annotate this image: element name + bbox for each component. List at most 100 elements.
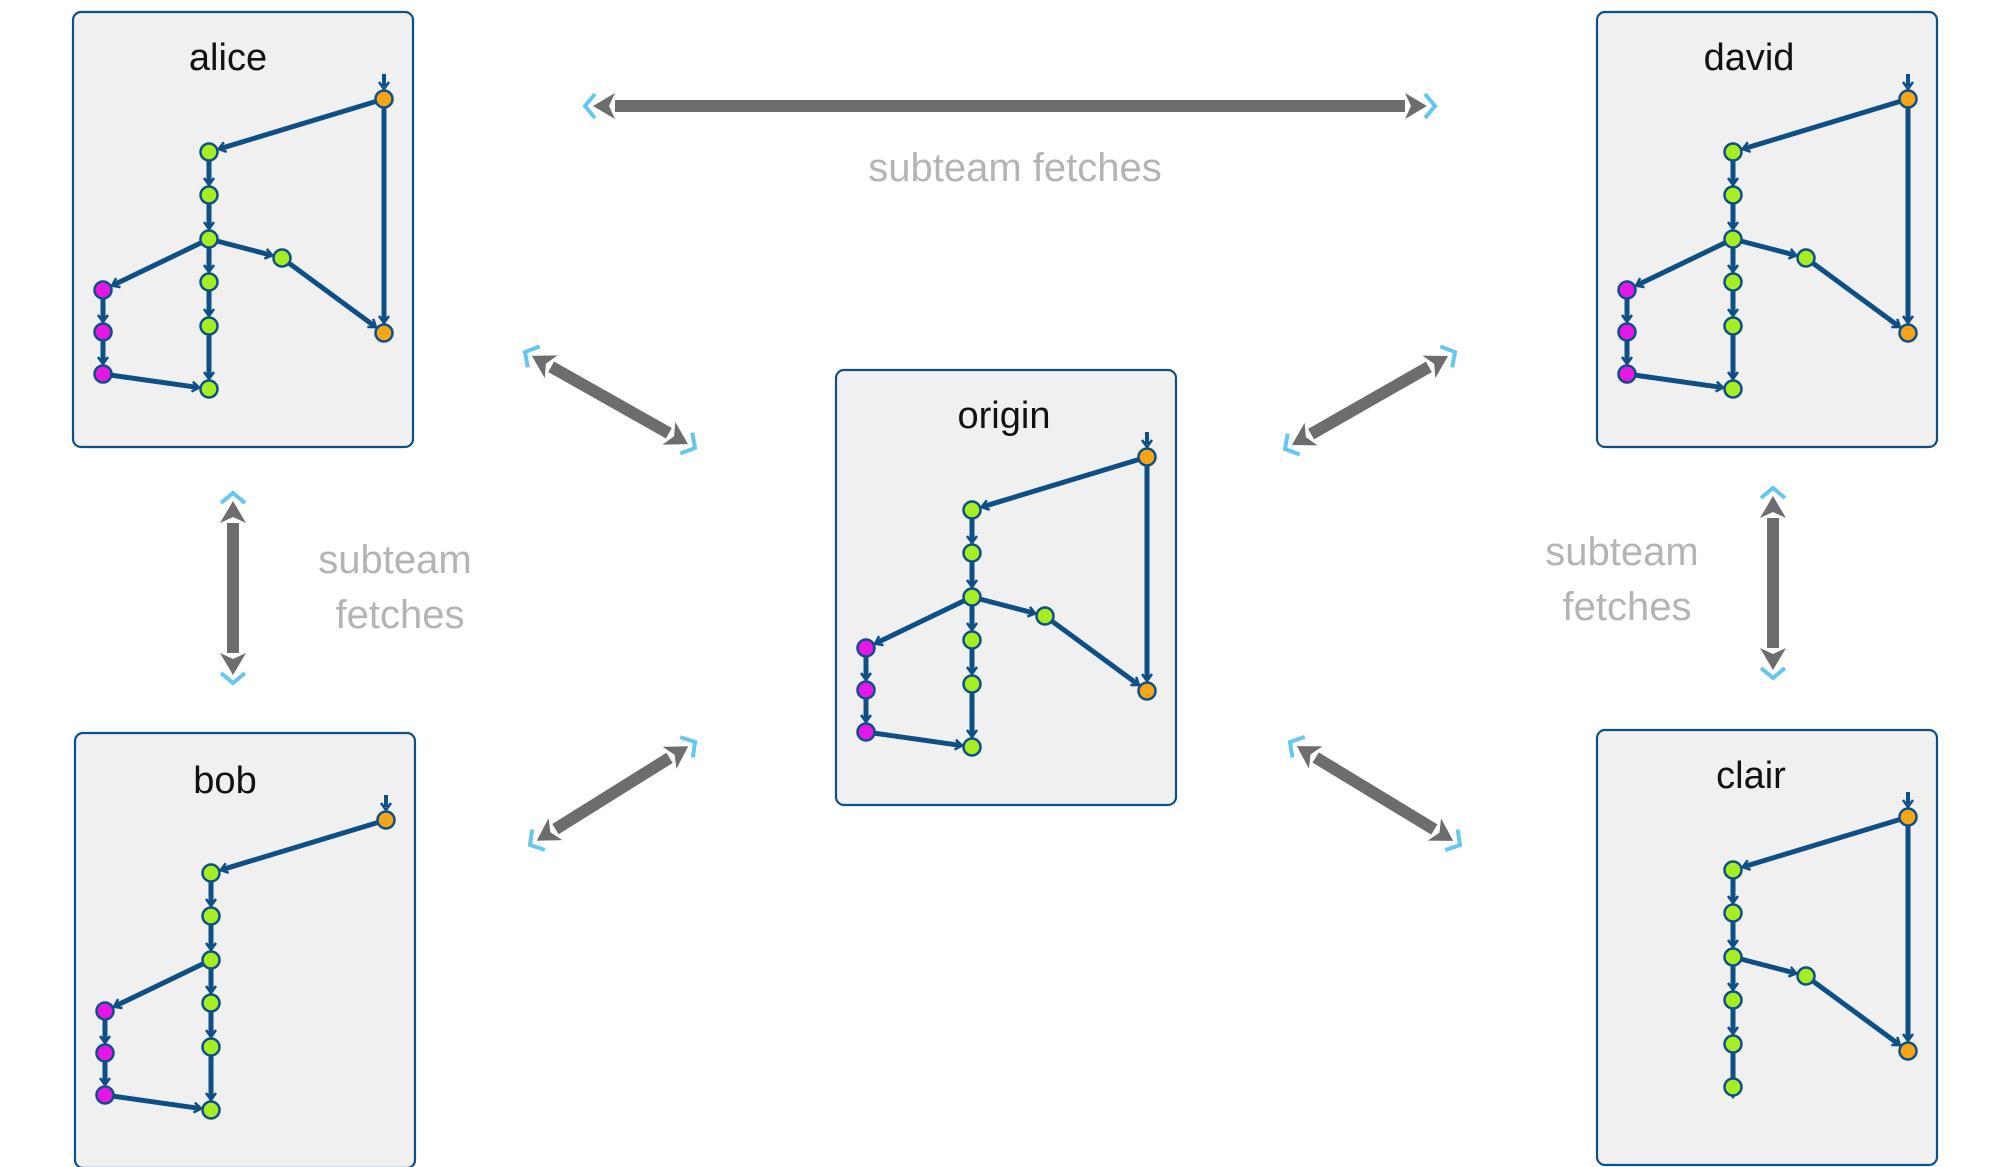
- edge-arrowhead: [204, 1092, 218, 1103]
- commit-node: [374, 89, 394, 109]
- edge-arrowhead: [965, 579, 979, 590]
- edge-arrowhead: [202, 221, 216, 232]
- commit-edge: [219, 99, 378, 151]
- commit-node: [95, 1043, 115, 1063]
- commit-edges: [98, 795, 393, 1114]
- commit-node: [199, 229, 219, 249]
- commit-edge: [982, 457, 1141, 509]
- commit-node: [1723, 316, 1743, 336]
- commit-node: [1723, 379, 1743, 399]
- edge-arrowhead: [202, 371, 216, 382]
- commit-node: [95, 1085, 115, 1105]
- edge-arrowhead: [96, 314, 110, 325]
- commit-node: [201, 1037, 221, 1057]
- arrow-head: [1422, 355, 1449, 379]
- commit-edge: [109, 372, 198, 390]
- commit-node: [856, 722, 876, 742]
- commit-node: [376, 810, 396, 830]
- edge-arrowhead: [1901, 1033, 1915, 1044]
- head-pointer-tip: [379, 802, 393, 813]
- commit-node: [962, 500, 982, 520]
- edge-arrowhead: [367, 318, 378, 329]
- edge-arrowhead: [112, 998, 123, 1010]
- commit-node: [374, 323, 394, 343]
- commit-node: [201, 1100, 221, 1120]
- repo-alice: alice: [71, 10, 415, 449]
- edge-arrowhead: [96, 356, 110, 367]
- edge-arrowhead: [953, 738, 965, 751]
- repo-title: origin: [958, 395, 1051, 437]
- repo-title: alice: [189, 37, 267, 79]
- commit-node: [272, 248, 292, 268]
- commit-edges: [96, 74, 391, 393]
- commit-node: [1723, 272, 1743, 292]
- arrow-head: [220, 653, 246, 675]
- commit-edge: [1743, 817, 1902, 869]
- arrow-tip-chevron: [582, 92, 597, 120]
- repo-title: clair: [1716, 755, 1786, 797]
- repo-box: [71, 10, 415, 449]
- arrow-tip-chevron: [219, 671, 247, 686]
- edge-arrowhead: [204, 1029, 218, 1040]
- edge-arrowhead: [965, 535, 979, 546]
- commit-node: [93, 322, 113, 342]
- edge-arrowhead: [190, 380, 202, 393]
- commit-node: [93, 364, 113, 384]
- edge-arrowhead: [202, 177, 216, 188]
- fetch-arrow-clair-origin: [1287, 735, 1463, 852]
- commit-node: [201, 993, 221, 1013]
- arrow-tip-chevron: [1287, 735, 1306, 758]
- edge-arrowhead: [110, 277, 121, 289]
- arrow-shaft: [1312, 752, 1438, 835]
- fetch-arrow-david-origin: [1282, 344, 1458, 457]
- commit-node: [1796, 966, 1816, 986]
- head-pointer-tip: [1140, 439, 1154, 450]
- commit-edge: [1739, 956, 1795, 975]
- edge-arrowhead: [98, 1035, 112, 1046]
- commit-edge: [1739, 238, 1795, 257]
- edge-arrowhead: [1901, 315, 1915, 326]
- commit-nodes: [95, 810, 396, 1120]
- fetch-arrows: [219, 92, 1787, 852]
- edge-arrowhead: [1726, 1026, 1740, 1037]
- edge-arrowhead: [1726, 895, 1740, 906]
- commit-node: [856, 638, 876, 658]
- commit-edge: [1637, 240, 1728, 287]
- commit-node: [1723, 1034, 1743, 1054]
- arrow-head: [662, 421, 689, 445]
- repo-box: [1595, 728, 1939, 1167]
- arrow-shaft: [548, 361, 672, 439]
- commit-node: [201, 950, 221, 970]
- commit-node: [1723, 947, 1743, 967]
- commit-node: [1617, 364, 1637, 384]
- arrow-tip-chevron: [1439, 344, 1458, 368]
- commit-edge: [1810, 260, 1900, 328]
- repo-title: david: [1704, 37, 1795, 79]
- edge-arrowhead: [1726, 177, 1740, 188]
- commit-edge: [111, 1093, 200, 1111]
- edge-arrowhead: [1726, 982, 1740, 993]
- commit-node: [1898, 323, 1918, 343]
- commit-edge: [978, 596, 1034, 615]
- edge-arrowhead: [1620, 314, 1634, 325]
- commit-edge: [1743, 99, 1902, 151]
- arrow-head: [1291, 422, 1318, 446]
- commit-node: [199, 272, 219, 292]
- edge-arrowhead: [263, 248, 275, 260]
- edge-arrowhead: [1140, 673, 1154, 684]
- head-pointer-tip: [377, 81, 391, 92]
- commit-node: [1723, 185, 1743, 205]
- commit-node: [1796, 248, 1816, 268]
- commit-nodes: [93, 89, 394, 399]
- commit-node: [201, 906, 221, 926]
- arrow-tip-chevron: [1444, 829, 1463, 852]
- commit-edge: [1633, 372, 1722, 390]
- commit-node: [1617, 322, 1637, 342]
- commit-node: [962, 630, 982, 650]
- commit-node: [1035, 606, 1055, 626]
- edge-arrowhead: [1634, 277, 1645, 289]
- fetch-arrow-bob-origin: [527, 735, 698, 852]
- commit-node: [93, 280, 113, 300]
- commit-node: [95, 1001, 115, 1021]
- arrow-tip-chevron: [1282, 433, 1301, 457]
